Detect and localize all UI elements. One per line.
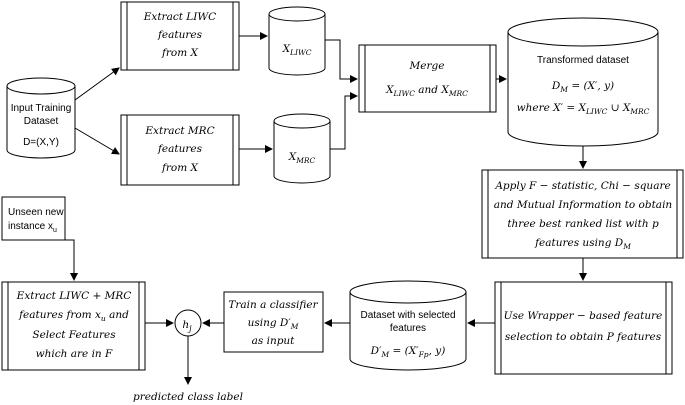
arrow-input-to-mrc xyxy=(74,127,120,155)
extract-combined-line3: Select Features xyxy=(32,329,116,341)
unseen-instance-box: Unseen new instance xu xyxy=(1,196,66,241)
input-dataset-line2: Dataset xyxy=(24,116,59,127)
arrow-xliwc-to-merge xyxy=(325,39,358,83)
merge-process: Merge XLIWC and XMRC xyxy=(358,44,497,113)
merge-title: Merge xyxy=(409,60,445,72)
connector-arrows xyxy=(65,32,587,385)
apply-stats-line3: three best ranked list with p xyxy=(507,218,659,230)
x-liwc-label: XLIWC xyxy=(282,43,312,57)
merge-formula: XLIWC and XMRC xyxy=(385,84,468,98)
extract-combined-line2: features from xu and xyxy=(18,309,129,323)
train-classifier-box: Train a classifier using D′M as input xyxy=(223,291,324,353)
train-line1: Train a classifier xyxy=(228,299,318,311)
extract-liwc-line2: features xyxy=(157,29,203,41)
x-mrc-label: XMRC xyxy=(288,151,316,165)
extract-liwc-line3: from X xyxy=(161,47,199,59)
extract-mrc-line2: features xyxy=(157,143,203,155)
apply-stats-line4: features using DM xyxy=(534,237,631,251)
arrow-input-to-liwc xyxy=(74,67,120,101)
input-dataset-line3: D=(X,Y) xyxy=(23,137,59,148)
input-dataset-line1: Input Training xyxy=(11,103,72,114)
selected-dataset-formula: D′M = (X′Fp, y) xyxy=(370,345,446,359)
apply-stats-line2: and Mutual Information to obtain xyxy=(494,199,673,211)
unseen-line1: Unseen new xyxy=(8,207,64,218)
wrapper-selection-process: Use Wrapper − based feature selection to… xyxy=(494,281,673,375)
wrapper-line1: Use Wrapper − based feature xyxy=(504,310,663,322)
train-line2: using D′M xyxy=(248,317,299,331)
extract-mrc-process: Extract MRC features from X xyxy=(120,114,240,186)
extract-combined-line4: which are in F xyxy=(36,348,113,360)
extract-combined-line1: Extract LIWC + MRC xyxy=(16,290,132,302)
transformed-dataset-cylinder: Transformed dataset DM = (X′, y) where X… xyxy=(507,17,659,147)
apply-stats-line1: Apply F − statistic, Chi − square xyxy=(494,180,670,192)
input-dataset-cylinder: Input Training Dataset D=(X,Y) xyxy=(6,77,76,159)
selected-dataset-cylinder: Dataset with selected features D′M = (X′… xyxy=(349,280,467,371)
x-mrc-cylinder: XMRC xyxy=(273,113,331,184)
predicted-label: predicted class label xyxy=(133,391,243,403)
extract-combined-process: Extract LIWC + MRC features from xu and … xyxy=(1,281,146,371)
extract-liwc-process: Extract LIWC features from X xyxy=(120,1,240,71)
extract-mrc-line3: from X xyxy=(161,162,199,174)
x-liwc-cylinder: XLIWC xyxy=(268,6,326,76)
selected-dataset-line2: features xyxy=(390,323,426,334)
wrapper-line2: selection to obtain P features xyxy=(505,331,662,343)
transformed-title: Transformed dataset xyxy=(537,55,629,66)
arrow-xmrc-to-merge xyxy=(330,92,358,150)
train-line3: as input xyxy=(252,335,296,347)
extract-liwc-line1: Extract LIWC xyxy=(143,11,216,23)
selected-dataset-line1: Dataset with selected xyxy=(360,310,455,321)
transformed-where-formula: where X′ = XLIWC ∪ XMRC xyxy=(517,102,650,116)
apply-statistics-process: Apply F − statistic, Chi − square and Mu… xyxy=(481,169,684,259)
transformed-dm-formula: DM = (X′, y) xyxy=(551,80,614,94)
arrow-unseen-to-combined xyxy=(65,239,78,281)
unseen-line2: instance xu xyxy=(8,221,57,234)
hj-classifier-node: hj xyxy=(174,309,202,337)
extract-mrc-line1: Extract MRC xyxy=(144,125,214,137)
hj-label: hj xyxy=(182,319,192,333)
